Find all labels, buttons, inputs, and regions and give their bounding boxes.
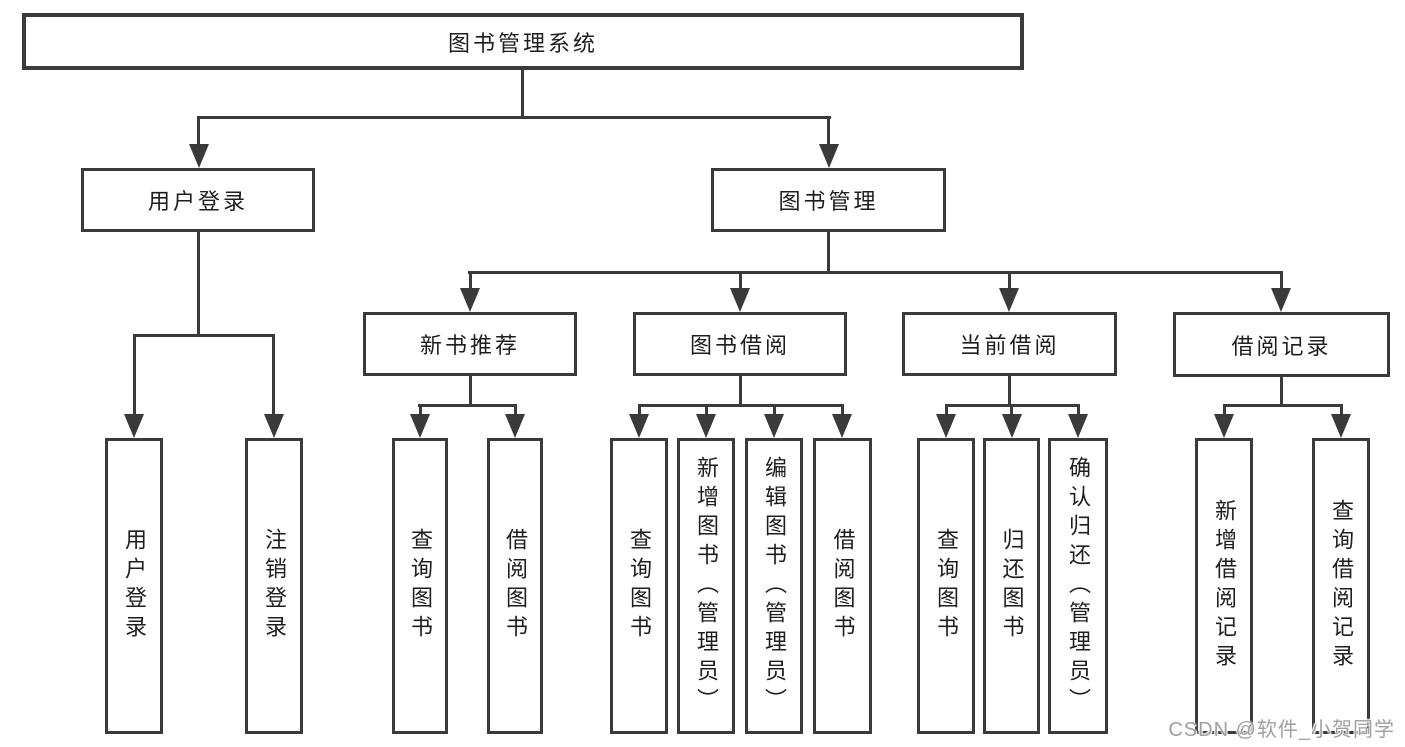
node-label: 新增借阅记录 [1212,499,1237,673]
connector-v [197,232,200,337]
node-label: 查询借阅记录 [1329,499,1354,673]
connector-h [468,271,1283,274]
node-book-borrowing: 图书借阅 [633,312,847,376]
node-library-system: 图书管理系统 [22,13,1024,70]
node-label: 编辑图书（管理员） [762,455,787,717]
connector-h [197,116,831,119]
node-label: 确认归还（管理员） [1066,455,1091,717]
connector-h [133,334,275,337]
node-label: 借阅图书 [830,528,856,644]
node-label: 新增图书（管理员） [694,455,719,717]
node-label: 注销登录 [262,528,287,644]
node-label: 图书借阅 [689,333,790,358]
connector-v [1280,377,1283,407]
connector-v [133,334,136,416]
leaf-confirm-return-admin: 确认归还（管理员） [1048,438,1108,734]
node-label: 借阅图书 [503,528,528,644]
leaf-borrow-books-borrowing: 借阅图书 [813,438,872,734]
leaf-return-book: 归还图书 [983,438,1040,734]
node-label: 查询图书 [627,528,652,644]
node-label: 归还图书 [999,528,1025,644]
leaf-query-borrow-record: 查询借阅记录 [1312,438,1370,734]
connector-v [773,404,776,416]
arrow-down-icon [1214,414,1234,438]
node-label: 用户登录 [122,528,147,644]
leaf-add-book-admin: 新增图书（管理员） [677,438,735,734]
leaf-edit-book-admin: 编辑图书（管理员） [745,438,803,734]
arrow-down-icon [819,144,839,168]
arrow-down-icon [832,414,852,438]
connector-v [739,376,742,407]
arrow-down-icon [1068,414,1088,438]
node-label: 当前借阅 [959,333,1060,358]
connector-v [469,376,472,407]
connector-v [197,116,200,146]
leaf-query-books-recommend: 查询图书 [392,438,448,734]
arrow-down-icon [189,144,209,168]
leaf-logout: 注销登录 [245,438,303,734]
connector-v [1077,404,1080,416]
connector-h [1223,404,1342,407]
arrow-down-icon [696,414,716,438]
leaf-borrow-books-recommend: 借阅图书 [487,438,543,734]
connector-v [514,404,517,416]
leaf-query-books-current: 查询图书 [917,438,975,734]
connector-v [739,271,742,291]
connector-v [469,271,472,291]
leaf-add-borrow-record: 新增借阅记录 [1195,438,1253,734]
arrow-down-icon [410,414,430,438]
connector-v [827,232,830,274]
connector-v [272,334,275,416]
node-label: 查询图书 [408,528,433,644]
node-label: 借阅记录 [1231,333,1332,359]
connector-v [1010,404,1013,416]
arrow-down-icon [460,288,480,312]
node-new-book-recommend: 新书推荐 [363,312,577,376]
node-borrowing-records: 借阅记录 [1173,312,1390,377]
connector-v [419,404,422,416]
node-current-borrowing: 当前借阅 [902,312,1117,376]
arrow-down-icon [764,414,784,438]
node-label: 查询图书 [934,528,959,644]
connector-v [521,70,524,118]
connector-v [945,404,948,416]
connector-h [418,404,517,407]
connector-v [1223,404,1226,416]
arrow-down-icon [1002,414,1022,438]
connector-v [841,404,844,416]
node-label: 用户登录 [147,189,248,214]
connector-v [827,116,830,146]
arrow-down-icon [124,414,144,438]
connector-h [638,404,844,407]
arrow-down-icon [505,414,525,438]
arrow-down-icon [264,414,284,438]
leaf-user-login: 用户登录 [105,438,163,734]
arrow-down-icon [999,288,1019,312]
arrow-down-icon [1331,414,1351,438]
arrow-down-icon [1271,288,1291,312]
connector-v [1280,271,1283,291]
node-label: 图书管理系统 [447,30,598,56]
csdn-watermark: CSDN @软件_小贺同学 [1168,719,1395,741]
connector-v [1008,376,1011,407]
node-label: 新书推荐 [419,333,520,358]
arrow-down-icon [629,414,649,438]
connector-v [705,404,708,416]
arrow-down-icon [730,288,750,312]
node-book-management: 图书管理 [711,168,946,232]
connector-v [1008,271,1011,291]
node-user-login: 用户登录 [81,168,315,232]
connector-v [638,404,641,416]
node-label: 图书管理 [778,189,879,214]
connector-v [1340,404,1343,416]
leaf-query-books-borrowing: 查询图书 [610,438,668,734]
arrow-down-icon [936,414,956,438]
